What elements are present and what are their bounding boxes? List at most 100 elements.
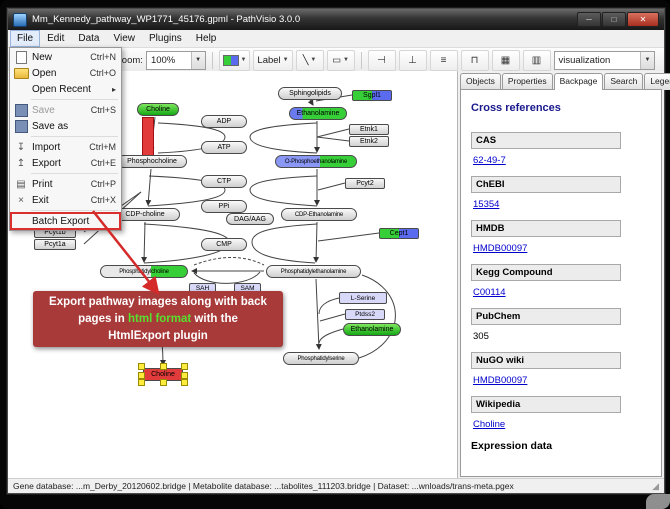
visualization-combobox[interactable]: visualization ▼ [553, 50, 656, 70]
zoom-label: Zoom: [116, 54, 143, 66]
crossref-link[interactable]: 62-49-7 [473, 155, 506, 166]
stack-vertical-button[interactable]: ▥ [522, 49, 551, 71]
chevron-down-icon[interactable]: ▼ [190, 51, 205, 69]
pathway-node-pcyt2[interactable]: Pcyt2 [345, 178, 385, 189]
selection-handle[interactable] [181, 363, 188, 370]
selection-handle[interactable] [138, 371, 145, 379]
menu-item-label: Exit [32, 194, 49, 206]
pathway-node-atp[interactable]: ATP [201, 141, 247, 154]
maximize-button[interactable]: □ [602, 12, 626, 27]
pathway-node-o-phosphoethanolamine[interactable]: O-Phosphoethanolamine [275, 155, 357, 168]
selection-handle[interactable] [138, 363, 145, 370]
chevron-down-icon[interactable]: ▼ [640, 51, 655, 69]
pathway-node-ppi[interactable]: PPi [201, 200, 247, 213]
title-bar[interactable]: Mm_Kennedy_pathway_WP1771_45176.gpml - P… [8, 9, 664, 30]
pathway-node-sphingolipids[interactable]: Sphingolipids [278, 87, 342, 100]
file-menu-item-batch-export[interactable]: Batch Export [10, 212, 121, 230]
datanode-tool-button[interactable]: ▼ [218, 49, 251, 71]
pathway-node-ethanolamine[interactable]: Ethanolamine [343, 323, 401, 336]
crossref-link[interactable]: HMDB00097 [473, 375, 528, 386]
menu-shortcut: Ctrl+N [90, 52, 116, 62]
distribute-button[interactable]: ⊓ [460, 49, 489, 71]
distribute-icon: ⊓ [470, 54, 479, 66]
pathway-node-choline[interactable]: Choline [138, 363, 188, 386]
align-bottom-button[interactable]: ⊥ [398, 49, 427, 71]
file-menu-item-open-recent[interactable]: Open Recent▸ [11, 81, 120, 97]
menu-edit[interactable]: Edit [47, 33, 65, 44]
pathway-node-phosphatidylethanolamine[interactable]: Phosphatidylethanolamine [266, 265, 361, 278]
pathway-node-phosphatidylserine[interactable]: Phosphatidylserine [283, 352, 359, 365]
stack-vertical-icon: ▥ [531, 54, 542, 66]
tab-legend[interactable]: Legend [644, 73, 670, 90]
import-icon: ↧ [16, 141, 26, 153]
menu-separator [31, 173, 118, 174]
new-icon [13, 50, 29, 64]
selection-handle[interactable] [160, 363, 167, 370]
menu-help[interactable]: Help [195, 33, 217, 44]
tab-search[interactable]: Search [604, 73, 644, 90]
callout-line-3: HtmlExport plugin [108, 329, 208, 342]
menu-data[interactable]: Data [78, 33, 100, 44]
tab-backpage[interactable]: Backpage [553, 73, 604, 90]
pathway-node-dag-aag[interactable]: DAG/AAG [226, 213, 274, 225]
pathway-node-ctp[interactable]: CTP [201, 175, 247, 188]
selection-handle[interactable] [181, 379, 188, 386]
menu-shortcut: Ctrl+O [89, 68, 116, 78]
pathway-node-sgpl1[interactable]: Sgpl1 [352, 90, 392, 101]
pathway-node-ethanolamine[interactable]: Ethanolamine [289, 107, 347, 120]
file-menu-item-save-as[interactable]: Save as [11, 118, 120, 134]
pathway-node-ptdss2[interactable]: Ptdss2 [345, 309, 385, 320]
selection-handle[interactable] [160, 379, 167, 386]
callout-line-1: Export pathway images along with back [49, 295, 267, 308]
section-header: PubChem [471, 308, 621, 325]
pathway-node-cept1[interactable]: Cept1 [379, 228, 419, 239]
pathway-node-pcyt1a[interactable]: Pcyt1a [34, 239, 76, 250]
tab-objects[interactable]: Objects [460, 73, 501, 90]
status-text: Gene database: ...m_Derby_20120602.bridg… [13, 481, 514, 491]
selection-handle[interactable] [138, 379, 145, 386]
tab-properties[interactable]: Properties [501, 73, 553, 90]
section-header: CAS [471, 132, 621, 149]
pathway-node-cdp-ethanolamine[interactable]: CDP-Ethanolamine [281, 208, 357, 221]
section-header: HMDB [471, 220, 621, 237]
selection-handle[interactable] [181, 371, 188, 379]
pathway-node-choline[interactable]: Choline [137, 103, 179, 116]
crossref-link[interactable]: Choline [473, 419, 506, 430]
pathway-node-etnk2[interactable]: Etnk2 [349, 136, 389, 147]
menu-plugins[interactable]: Plugins [148, 33, 182, 44]
pathway-node-phosphatidylcholine[interactable]: Phosphatidylcholine [100, 265, 188, 278]
open-icon [13, 67, 29, 79]
crossref-value: 305 [473, 331, 489, 342]
pathway-node-phosphocholine[interactable]: Phosphocholine [117, 155, 187, 168]
align-center-button[interactable]: ≡ [429, 49, 458, 71]
crossref-link[interactable]: 15354 [473, 199, 500, 210]
zoom-combobox[interactable]: 100% ▼ [145, 50, 206, 70]
pathway-node-etnk1[interactable]: Etnk1 [349, 124, 389, 135]
menu-view[interactable]: View [113, 33, 135, 44]
line-tool-button[interactable]: ╲▼ [295, 49, 324, 71]
menu-file[interactable]: File [10, 30, 41, 47]
minimize-button[interactable]: ─ [577, 12, 601, 27]
pathway-node-cmp[interactable]: CMP [201, 238, 247, 251]
crossref-link[interactable]: C00114 [473, 287, 506, 298]
close-button[interactable]: ✕ [627, 12, 659, 27]
resize-grip-icon[interactable]: ◢ [652, 480, 659, 491]
pathway-node-l-serine[interactable]: L-Serine [339, 292, 387, 304]
pathway-node-adp[interactable]: ADP [201, 115, 247, 128]
shape-tool-button[interactable]: ▭▼ [326, 49, 355, 71]
align-left-button[interactable]: ⊣ [367, 49, 396, 71]
crossref-link[interactable]: HMDB00097 [473, 243, 528, 254]
desktop-corner-shape [646, 494, 670, 509]
stack-horizontal-button[interactable]: ▦ [491, 49, 520, 71]
label-tool-button[interactable]: Label▼ [253, 49, 293, 71]
